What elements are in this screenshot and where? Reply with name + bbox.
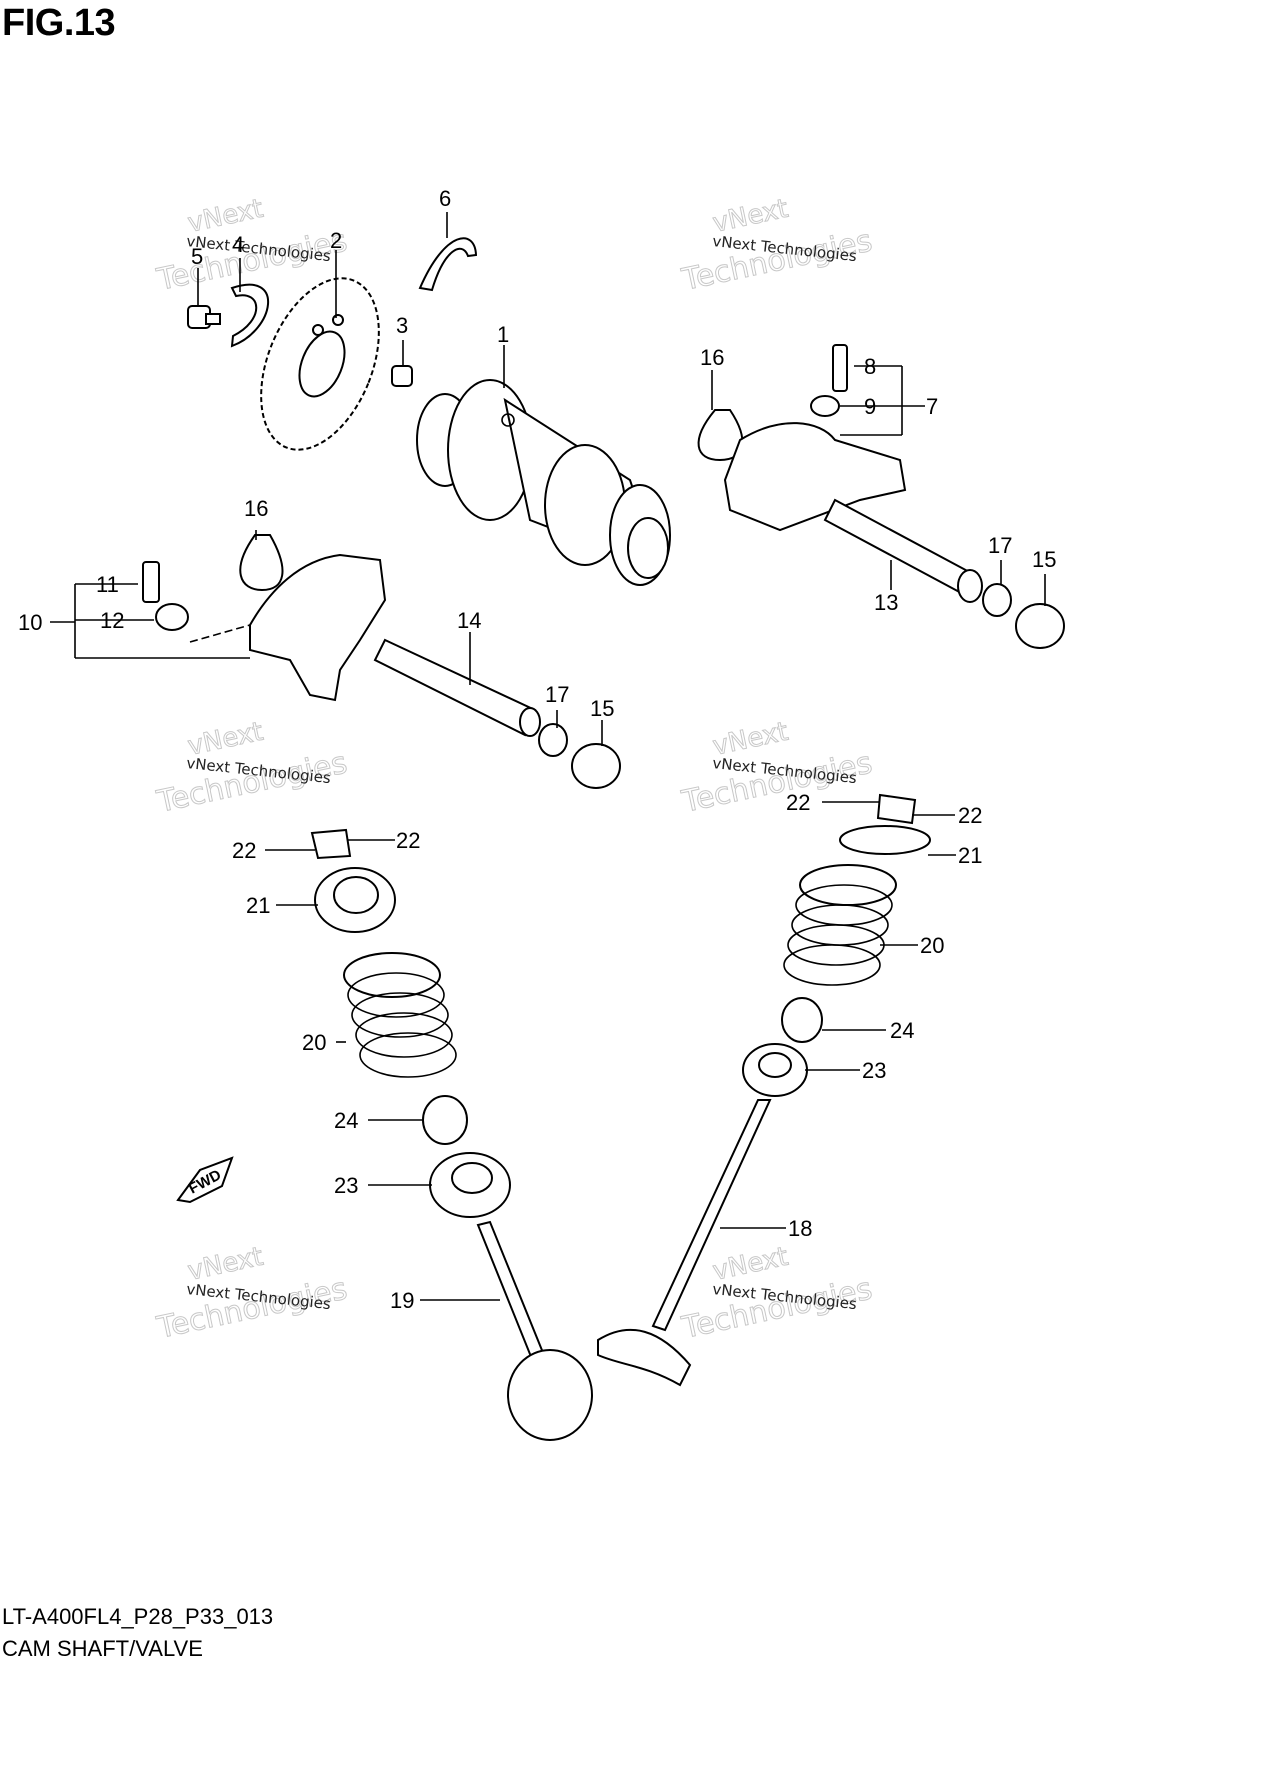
callout-7: 7	[926, 394, 938, 419]
callout-1: 1	[497, 322, 509, 347]
callout-19: 19	[390, 1288, 414, 1313]
part-17-o-ring-left	[538, 723, 568, 757]
part-16-gasket-left	[239, 534, 284, 592]
callout-5: 5	[191, 244, 203, 269]
watermark-bottom-left: vNext Technologies vNext Technologies	[153, 1241, 351, 1346]
callout-2: 2	[330, 228, 342, 253]
part-21-retainer-left	[314, 867, 396, 933]
callout-6: 6	[439, 186, 451, 211]
part-23-seat-right	[742, 1043, 808, 1097]
part-4-circlip	[230, 283, 270, 348]
watermark-mid-left: vNext Technologies vNext Technologies	[153, 716, 351, 820]
part-20-spring-right	[783, 864, 897, 986]
part-16-gasket-right	[697, 409, 744, 462]
part-23-seat-left	[429, 1152, 511, 1218]
part-8-adjust-screw-right	[832, 344, 848, 392]
callout-14: 14	[457, 608, 481, 633]
watermark-mid-right: vNext Technologies vNext Technologies	[678, 716, 876, 820]
callout-22-right-a: 22	[786, 790, 810, 815]
leader-lines	[50, 212, 1046, 1301]
watermark-top-left: vNext Technologies vNext Technologies	[153, 193, 351, 298]
figure-title: FIG.13	[2, 2, 116, 44]
callout-9: 9	[864, 394, 876, 419]
model-code: LT-A400FL4_P28_P33_013	[2, 1604, 274, 1629]
part-22-cotter-right	[876, 793, 917, 825]
part-15-plug-right	[1015, 603, 1065, 649]
callout-8: 8	[864, 354, 876, 379]
callout-16-left: 16	[244, 496, 268, 521]
part-17-o-ring-right	[982, 583, 1012, 617]
callout-13: 13	[874, 590, 898, 615]
callout-21-right: 21	[958, 843, 982, 868]
part-1-camshaft	[416, 379, 671, 586]
part-24-seal-right	[781, 997, 823, 1043]
watermark-bottom-right: vNext Technologies vNext Technologies	[678, 1241, 876, 1346]
part-7-rocker-arm-right	[723, 422, 907, 532]
callout-22-left-a: 22	[232, 838, 256, 863]
callout-3: 3	[396, 313, 408, 338]
part-14-rocker-shaft-left	[373, 638, 541, 737]
part-15-plug-left	[571, 743, 621, 789]
callout-20-right: 20	[920, 933, 944, 958]
callout-10: 10	[18, 610, 42, 635]
part-10-rocker-arm-left	[249, 553, 387, 702]
callout-numbers: 6 4 2 5 3 1 16 8 9 7 16 17 15 11 13 10 1…	[18, 186, 1056, 1313]
part-18-valve-right	[597, 1099, 772, 1387]
part-6-clip	[418, 237, 478, 292]
callout-23-right: 23	[862, 1058, 886, 1083]
part-19-valve-left	[476, 1220, 593, 1441]
callout-15-left: 15	[590, 696, 614, 721]
callout-22-left-b: 22	[396, 828, 420, 853]
section-name: CAM SHAFT/VALVE	[2, 1636, 203, 1661]
part-13-rocker-shaft-right	[823, 498, 983, 603]
part-2-cam-sprocket	[260, 277, 380, 451]
callout-16-right: 16	[700, 345, 724, 370]
callout-20-left: 20	[302, 1030, 326, 1055]
part-3-dowel-pin	[391, 365, 413, 387]
watermark-top-right: vNext Technologies vNext Technologies	[678, 193, 876, 298]
part-9-nut-right	[810, 395, 840, 417]
callout-15-right: 15	[1032, 547, 1056, 572]
part-24-seal-left	[422, 1095, 468, 1145]
callout-18: 18	[788, 1216, 812, 1241]
callout-11: 11	[96, 572, 119, 597]
callout-22-right-b: 22	[958, 803, 982, 828]
callout-24-right: 24	[890, 1018, 914, 1043]
callout-4: 4	[232, 232, 244, 257]
part-12-nut-left	[155, 603, 189, 631]
part-5-bolt	[187, 305, 221, 329]
callout-21-left: 21	[246, 893, 270, 918]
part-22-cotter-left	[310, 828, 352, 860]
callout-17-left: 17	[545, 682, 569, 707]
callout-17-right: 17	[988, 533, 1012, 558]
svg-text:vNext: vNext	[185, 194, 266, 239]
svg-text:vNext: vNext	[185, 1242, 266, 1287]
fwd-direction-arrow: FWD	[176, 1156, 234, 1204]
callout-24-left: 24	[334, 1108, 358, 1133]
callout-23-left: 23	[334, 1173, 358, 1198]
callout-12: 12	[100, 608, 124, 633]
part-20-spring-left	[343, 952, 457, 1078]
part-21-retainer-right	[839, 825, 931, 855]
part-11-adjust-screw-left	[142, 561, 160, 603]
